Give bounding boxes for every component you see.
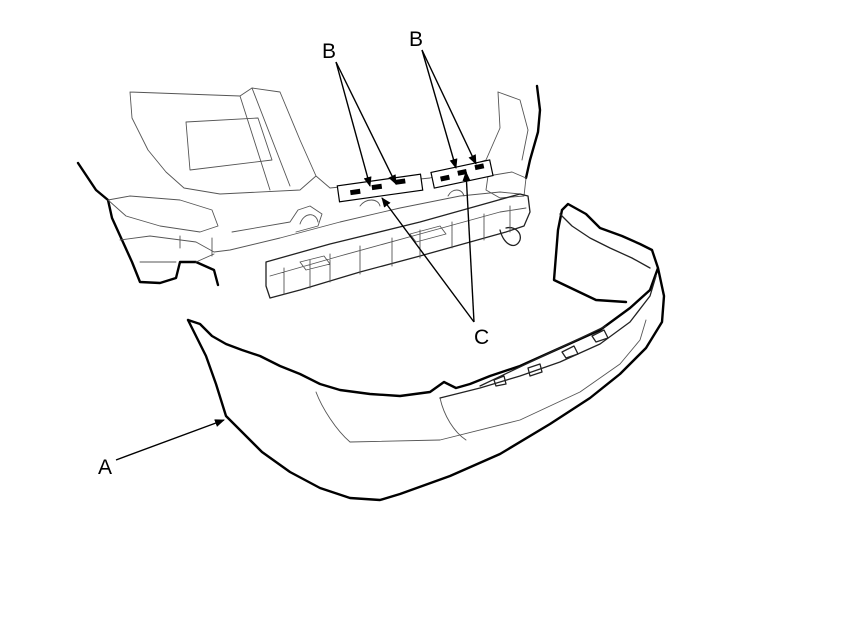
leader-b-left-2 xyxy=(335,61,397,185)
rear-bumper-cover xyxy=(186,202,666,502)
bumper-cover-outline xyxy=(186,202,666,502)
rear-panel-detail xyxy=(179,189,465,257)
leader-b-left-1 xyxy=(335,61,372,187)
leader-b-right-1 xyxy=(421,49,458,169)
leader-c-1 xyxy=(381,197,475,323)
bumper-cover-upper-flange xyxy=(439,213,657,399)
leader-b-right-2 xyxy=(421,49,477,165)
bumper-beam-outline xyxy=(265,193,531,299)
callout-b-left-label: B xyxy=(322,40,336,63)
tail-lamp-left xyxy=(107,195,219,233)
leader-c-2 xyxy=(462,171,475,323)
clip-holders xyxy=(336,159,494,203)
rear-glass-reflection xyxy=(185,117,273,171)
vehicle-body-outline xyxy=(76,161,220,287)
rear-window xyxy=(129,87,501,195)
vehicle-rear-body xyxy=(76,84,542,287)
leader-lines xyxy=(115,49,477,461)
clip-slot xyxy=(395,178,406,185)
exhaust-tip xyxy=(499,226,521,247)
callout-b-right-label: B xyxy=(409,28,423,51)
clip-slot xyxy=(440,174,450,182)
bumper-beam xyxy=(265,193,531,299)
leader-a xyxy=(115,419,225,461)
callout-c-label: C xyxy=(474,326,489,349)
tail-lamp-right xyxy=(485,171,527,199)
bumper-beam-ribs xyxy=(269,205,527,295)
bumper-cover-clip-tabs xyxy=(479,325,609,387)
bumper-cover-character-line xyxy=(315,319,647,443)
callout-a-label: A xyxy=(98,456,112,479)
rear-panel-lower xyxy=(119,191,521,263)
clip-slot xyxy=(350,188,361,196)
hatch-seam xyxy=(239,87,529,191)
clip-slot xyxy=(474,163,485,171)
vehicle-right-edge xyxy=(524,84,542,180)
clip-slot xyxy=(371,183,383,191)
